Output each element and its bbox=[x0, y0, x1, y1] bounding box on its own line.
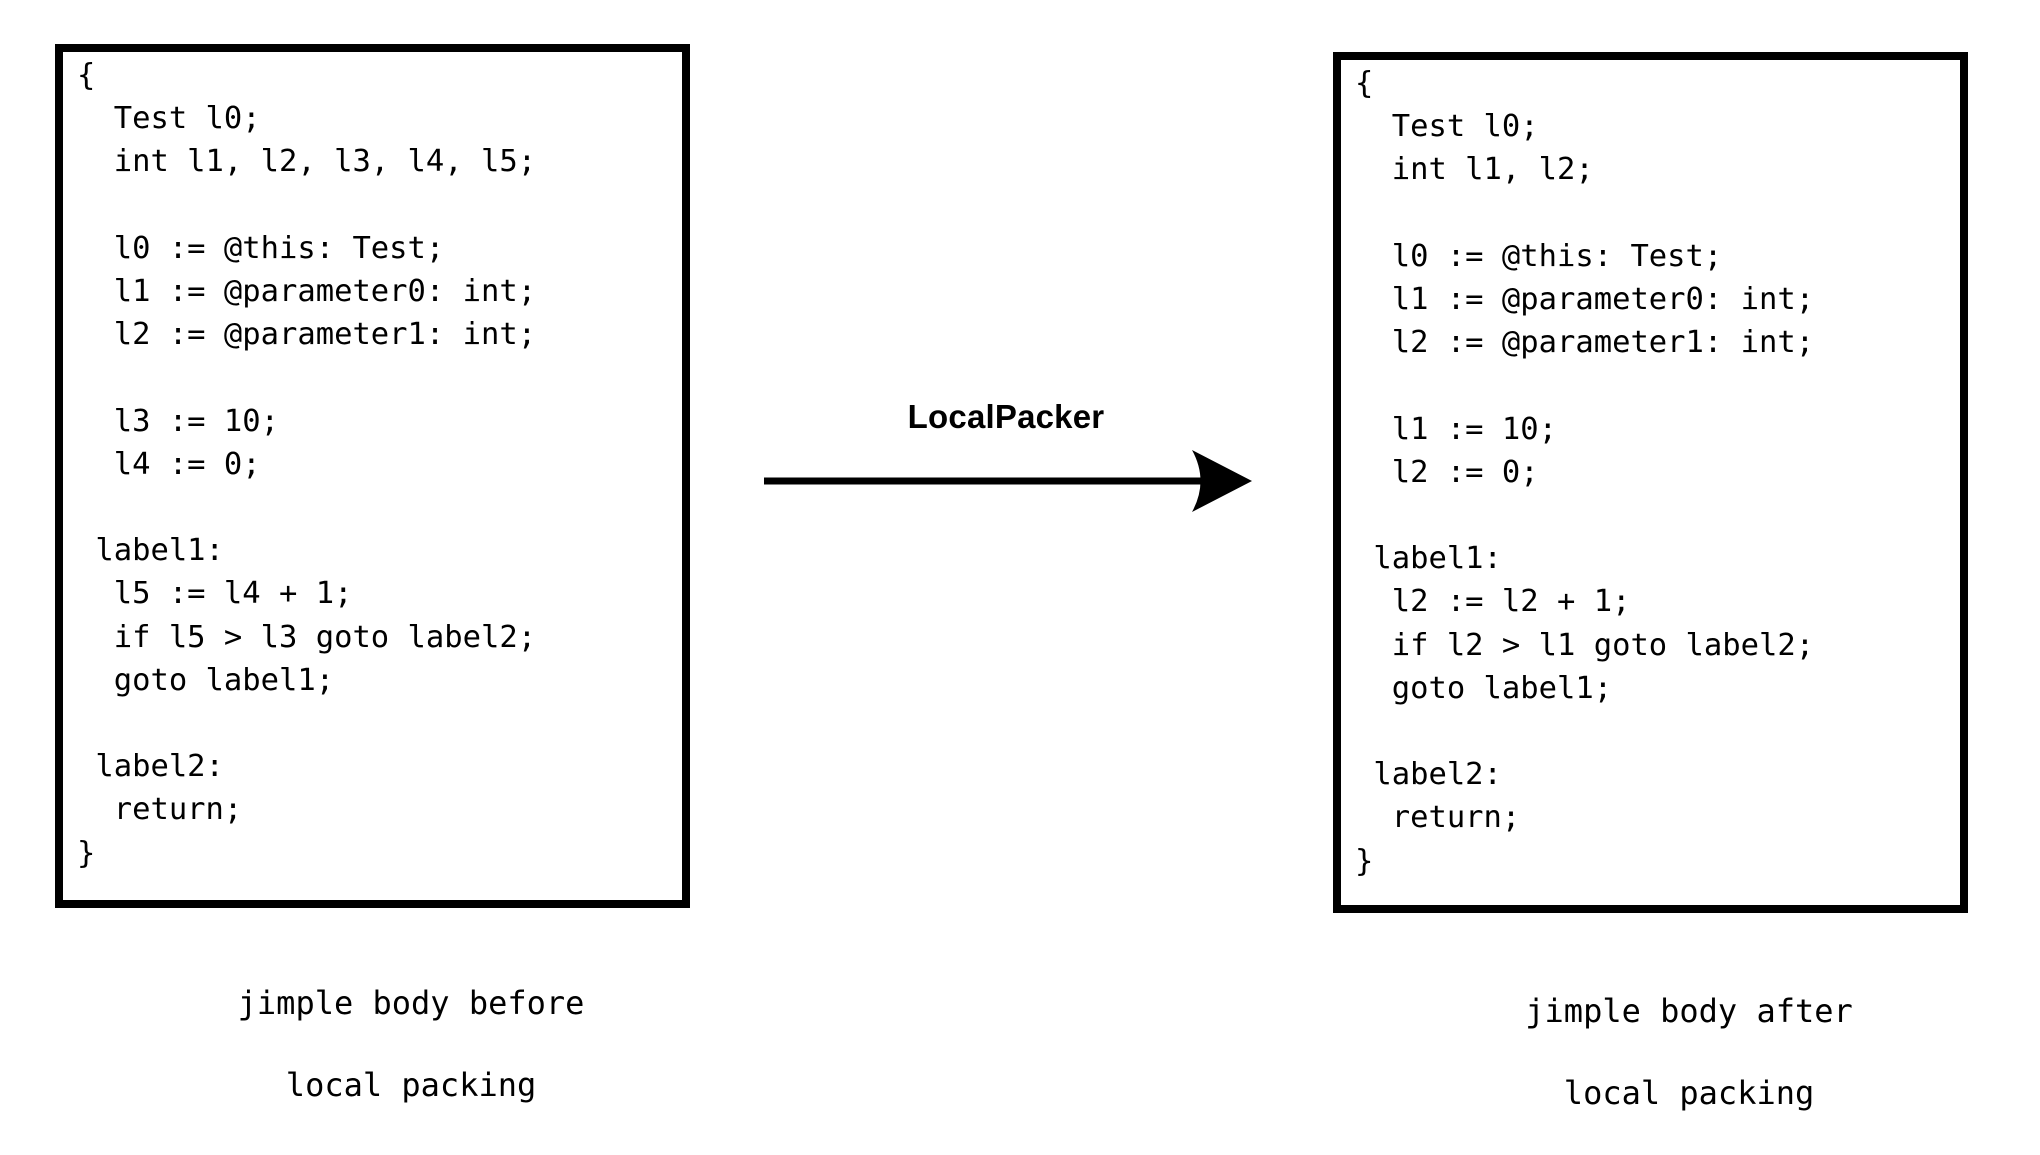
jimple-code-after: { Test l0; int l1, l2; l0 := @this: Test… bbox=[1355, 66, 1815, 879]
caption-after-line-2: local packing bbox=[1563, 1074, 1815, 1112]
arrow-head bbox=[1192, 450, 1252, 512]
caption-after: jimple body after local packing bbox=[1333, 950, 1968, 1155]
figure-root: { Test l0; int l1, l2, l3, l4, l5; l0 :=… bbox=[55, 44, 1968, 1112]
jimple-code-before: { Test l0; int l1, l2, l3, l4, l5; l0 :=… bbox=[77, 58, 537, 871]
transform-label: LocalPacker bbox=[907, 398, 1105, 435]
caption-before: jimple body before local packing bbox=[55, 942, 690, 1147]
code-panel-before: { Test l0; int l1, l2, l3, l4, l5; l0 :=… bbox=[55, 44, 690, 908]
caption-before-line-1: jimple body before bbox=[237, 984, 585, 1022]
code-panel-after: { Test l0; int l1, l2; l0 := @this: Test… bbox=[1333, 52, 1968, 913]
caption-before-line-2: local packing bbox=[285, 1066, 537, 1104]
transform-arrow-icon bbox=[764, 450, 1252, 512]
caption-after-line-1: jimple body after bbox=[1525, 992, 1853, 1030]
